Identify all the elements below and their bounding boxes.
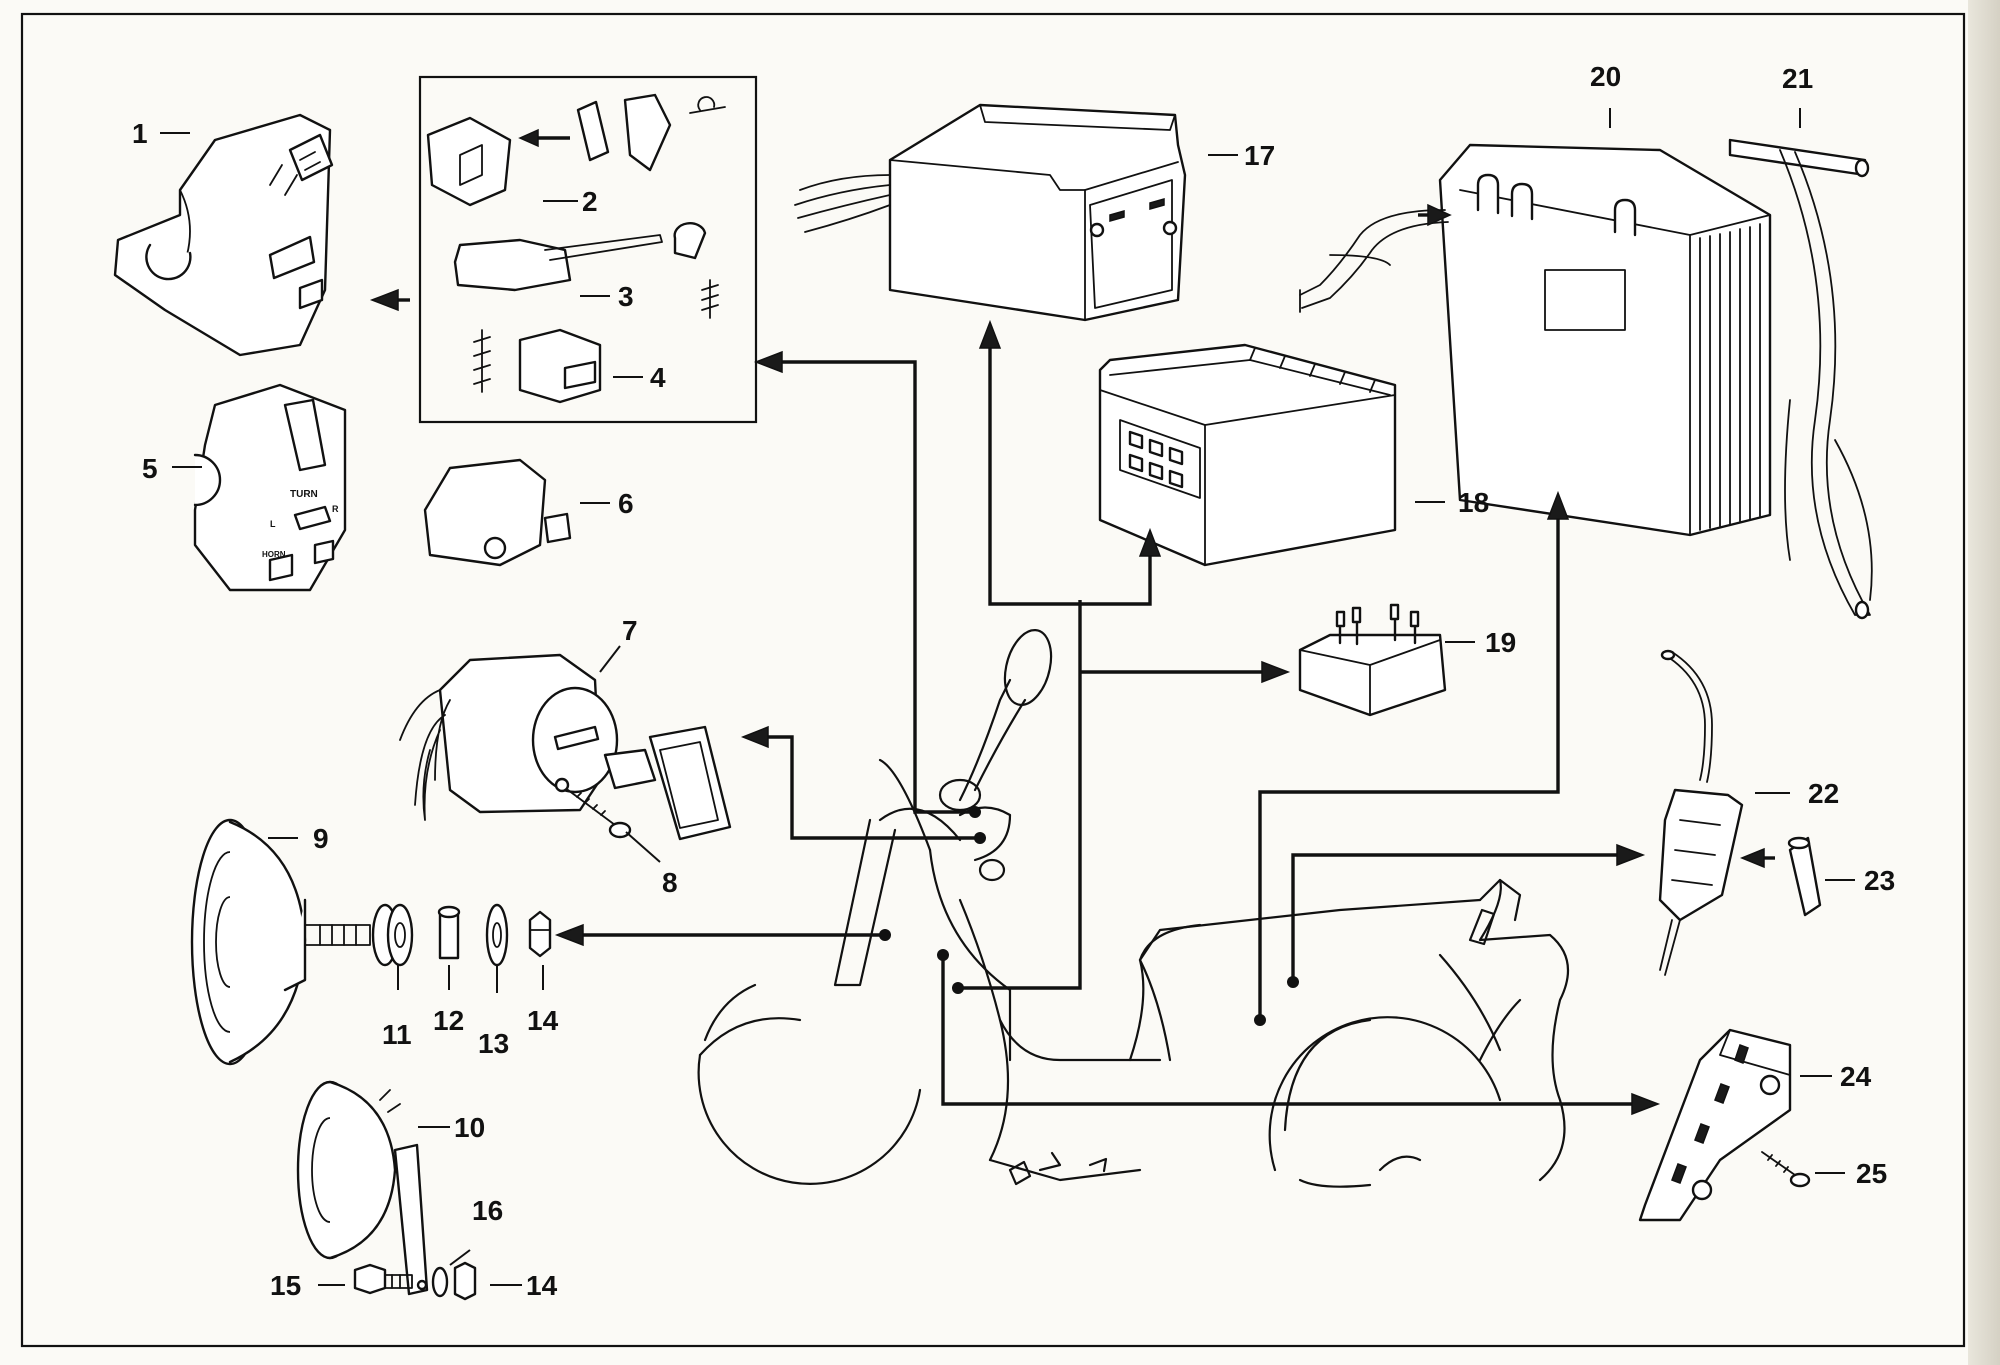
connector-icon — [1638, 1028, 1792, 1222]
washer-icon — [431, 1266, 449, 1298]
arrowhead — [1427, 203, 1452, 227]
switch-turn-label: TURN — [290, 489, 318, 500]
washer-icon — [485, 903, 509, 967]
connection-arrows — [554, 319, 1661, 1116]
callout-15: 15 — [270, 1270, 301, 1301]
callout-7: 7 — [622, 615, 638, 646]
regulator-icon — [1098, 343, 1397, 567]
relay-icon — [1298, 603, 1447, 717]
callout-14b: 14 — [526, 1270, 558, 1301]
fuse-holder-icon — [1658, 649, 1744, 976]
grommet-icon — [371, 903, 414, 967]
fuse-icon — [1787, 836, 1822, 917]
callout-17: 17 — [1244, 140, 1275, 171]
page-edge-shadow — [1968, 0, 2000, 1365]
arrowhead — [369, 288, 399, 312]
callout-11: 11 — [382, 1019, 412, 1050]
screw-icon — [554, 777, 632, 839]
choke-lever-icon — [453, 222, 719, 319]
battery-strap-icon — [1728, 138, 1873, 620]
horn-icon — [296, 1080, 429, 1296]
callout-4: 4 — [650, 362, 666, 393]
switch-horn-label: HORN — [262, 550, 286, 559]
starter-switch-icon — [423, 458, 572, 567]
battery-icon — [1299, 143, 1772, 537]
callout-3: 3 — [618, 281, 634, 312]
callout-18: 18 — [1458, 487, 1489, 518]
callout-1: 1 — [132, 118, 148, 149]
callout-22: 22 — [1808, 778, 1839, 809]
horn-icon — [190, 818, 371, 1066]
motorcycle-outline-icon — [697, 629, 1570, 1188]
callout-20: 20 — [1590, 61, 1621, 92]
arrowhead — [518, 128, 539, 148]
callout-5: 5 — [142, 453, 158, 484]
handlebar-switch-left-icon — [113, 113, 334, 357]
arrowhead — [1740, 847, 1765, 869]
bolt-icon — [353, 1263, 413, 1295]
callout-leaders — [160, 108, 1855, 1286]
callout-13: 13 — [478, 1028, 509, 1059]
handlebar-switch-right-icon — [193, 383, 347, 592]
switch-turn-left-label: L — [270, 519, 276, 529]
callout-10: 10 — [454, 1112, 485, 1143]
switch-turn-right-label: R — [332, 504, 339, 514]
horn-button-icon — [473, 328, 602, 404]
callout-2: 2 — [582, 186, 598, 217]
screw-icon — [1761, 1151, 1811, 1188]
nut-icon — [453, 1261, 477, 1301]
callout-23: 23 — [1864, 865, 1895, 896]
callout-16: 16 — [472, 1195, 503, 1226]
diagram-border — [20, 12, 1966, 1348]
callout-21: 21 — [1782, 63, 1813, 94]
ignition-switch-icon — [399, 653, 732, 841]
callout-19: 19 — [1485, 627, 1516, 658]
switch-parts-inset-box — [418, 75, 758, 424]
callout-14a: 14 — [527, 1005, 559, 1036]
callout-9: 9 — [313, 823, 329, 854]
cdi-unit-icon — [794, 103, 1187, 322]
collar-icon — [437, 905, 461, 960]
nut-icon — [528, 910, 552, 958]
callout-25: 25 — [1856, 1158, 1887, 1189]
callout-12: 12 — [433, 1005, 464, 1036]
callout-6: 6 — [618, 488, 634, 519]
dimmer-switch-icon — [426, 93, 726, 207]
callout-8: 8 — [662, 867, 678, 898]
callout-24: 24 — [1840, 1061, 1872, 1092]
